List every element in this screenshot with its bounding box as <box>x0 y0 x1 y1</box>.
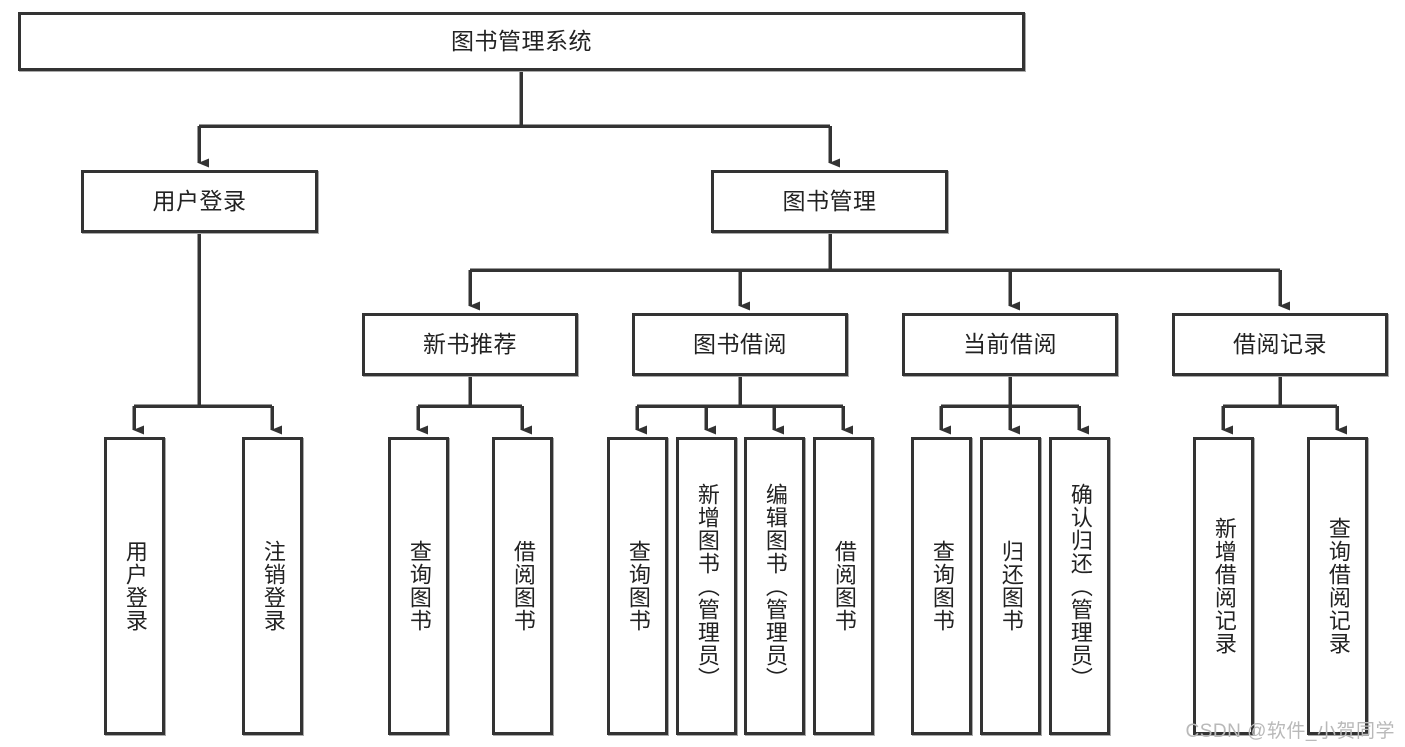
node-book-borrow-label: 图书借阅 <box>693 330 787 357</box>
node-leaf-query-book-1[interactable]: 查询图书 <box>388 437 449 735</box>
node-leaf-borrow-book-1[interactable]: 借阅图书 <box>492 437 553 735</box>
node-leaf-query-book-3[interactable]: 查询图书 <box>911 437 972 735</box>
node-leaf-confirm-return[interactable]: 确认归还（管理员） <box>1049 437 1110 735</box>
node-book-manage[interactable]: 图书管理 <box>711 170 948 233</box>
node-leaf-query-book-2-label: 查询图书 <box>625 540 651 632</box>
node-new-book-recommend[interactable]: 新书推荐 <box>362 313 578 376</box>
node-leaf-query-book-3-label: 查询图书 <box>929 540 955 632</box>
node-leaf-query-record[interactable]: 查询借阅记录 <box>1307 437 1368 735</box>
node-leaf-borrow-book-2-label: 借阅图书 <box>831 540 857 632</box>
node-leaf-return-book[interactable]: 归还图书 <box>980 437 1041 735</box>
node-leaf-query-book-1-label: 查询图书 <box>406 540 432 632</box>
node-current-borrow-label: 当前借阅 <box>963 330 1057 357</box>
node-leaf-query-book-2[interactable]: 查询图书 <box>607 437 668 735</box>
node-current-borrow[interactable]: 当前借阅 <box>902 313 1118 376</box>
node-leaf-logout-login[interactable]: 注销登录 <box>242 437 303 735</box>
node-leaf-return-book-label: 归还图书 <box>998 540 1024 632</box>
node-leaf-user-login[interactable]: 用户登录 <box>104 437 165 735</box>
node-leaf-add-book-label: 新增图书（管理员） <box>694 482 720 690</box>
node-leaf-add-record-label: 新增借阅记录 <box>1211 517 1237 655</box>
node-leaf-edit-book[interactable]: 编辑图书（管理员） <box>744 437 805 735</box>
node-leaf-query-record-label: 查询借阅记录 <box>1325 517 1351 655</box>
node-leaf-borrow-book-1-label: 借阅图书 <box>510 540 536 632</box>
node-root[interactable]: 图书管理系统 <box>18 12 1025 71</box>
node-leaf-user-login-label: 用户登录 <box>122 540 148 632</box>
node-borrow-record[interactable]: 借阅记录 <box>1172 313 1388 376</box>
node-leaf-edit-book-label: 编辑图书（管理员） <box>762 482 788 690</box>
node-leaf-logout-login-label: 注销登录 <box>260 540 286 632</box>
node-borrow-record-label: 借阅记录 <box>1233 330 1327 357</box>
node-book-borrow[interactable]: 图书借阅 <box>632 313 848 376</box>
node-book-manage-label: 图书管理 <box>782 187 877 214</box>
watermark-text: CSDN @软件_小贺同学 <box>1185 721 1395 742</box>
node-leaf-add-book[interactable]: 新增图书（管理员） <box>676 437 737 735</box>
node-root-label: 图书管理系统 <box>451 27 592 54</box>
node-new-book-recommend-label: 新书推荐 <box>423 330 517 357</box>
node-leaf-confirm-return-label: 确认归还（管理员） <box>1067 482 1093 690</box>
node-leaf-borrow-book-2[interactable]: 借阅图书 <box>813 437 874 735</box>
node-user-login-label: 用户登录 <box>152 187 247 214</box>
node-user-login[interactable]: 用户登录 <box>81 170 318 233</box>
node-leaf-add-record[interactable]: 新增借阅记录 <box>1193 437 1254 735</box>
